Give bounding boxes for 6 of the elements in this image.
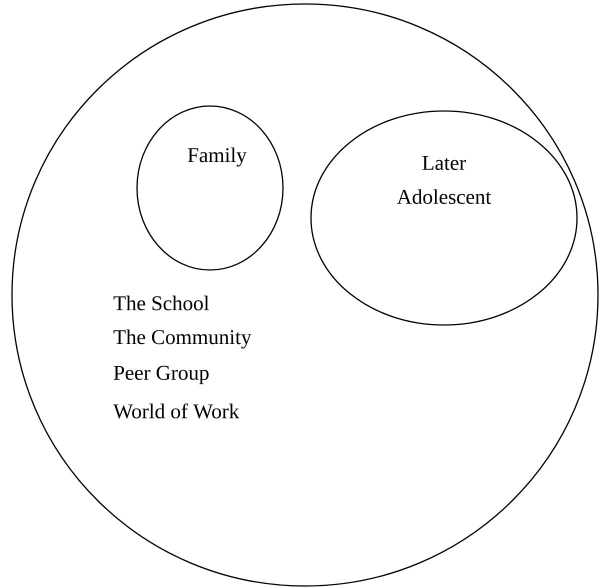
- label-text: Peer Group: [114, 366, 209, 384]
- label-text: Family: [188, 147, 247, 167]
- label-text: The School: [114, 296, 210, 310]
- label-text: The Community: [114, 329, 252, 349]
- label-text: World of Work: [113, 403, 240, 419]
- label-text: Later Adolescent: [396, 156, 492, 204]
